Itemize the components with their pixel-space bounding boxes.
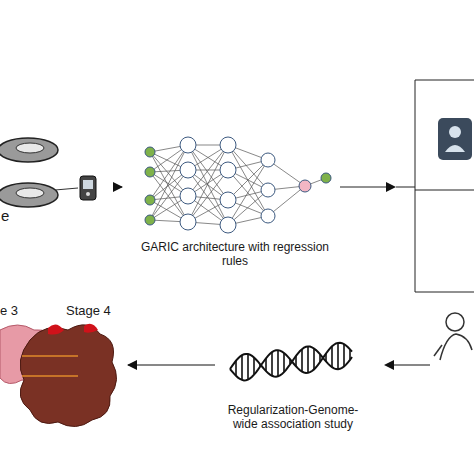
dna-rung <box>343 344 345 366</box>
patient-figure <box>384 313 472 370</box>
network-neuron <box>299 180 311 192</box>
network-neuron <box>145 167 155 177</box>
network-neuron <box>261 153 275 167</box>
network-neuron <box>261 183 275 197</box>
dna-rung <box>271 352 273 376</box>
dna-rung <box>283 353 285 372</box>
dna-helix <box>230 343 352 381</box>
flow-arrow <box>128 365 215 366</box>
dna-rung <box>331 346 333 367</box>
dna-rung <box>277 350 279 376</box>
caption: GARIC architecture with regression rules <box>130 240 340 269</box>
dna-rung <box>247 354 249 380</box>
network-neuron <box>180 162 196 178</box>
tumor-stages: e 3 Stage 4 <box>0 300 125 430</box>
monitor-icon <box>438 118 472 160</box>
sensor-group: e <box>0 125 112 230</box>
stage-label: Stage 4 <box>66 303 111 319</box>
network-neuron <box>145 195 155 205</box>
neural-network <box>145 137 331 233</box>
dna-rung <box>241 355 243 380</box>
network-neuron <box>261 209 275 223</box>
network-link <box>188 145 228 222</box>
network-neuron <box>321 173 331 183</box>
network-neuron <box>220 137 236 153</box>
network-neuron <box>180 137 196 153</box>
stage-label: e 3 <box>0 303 18 319</box>
network-neuron <box>145 147 155 157</box>
gwas-block: Regularization-Genome-wide association s… <box>218 330 370 445</box>
tumor-illustration <box>0 324 117 427</box>
network-link <box>150 145 188 220</box>
dna-rung <box>313 349 315 370</box>
network-neuron <box>180 214 196 230</box>
network-link <box>150 152 188 222</box>
network-link <box>188 145 228 225</box>
sensor-icons <box>0 138 96 207</box>
network-neuron <box>180 188 196 204</box>
network-neuron <box>220 162 236 178</box>
dna-strand <box>230 343 352 381</box>
flow-arrow <box>115 187 122 188</box>
dna-rung <box>337 343 339 369</box>
output-panel <box>340 80 474 292</box>
dna-rung <box>301 349 303 371</box>
dna-strand <box>230 347 352 377</box>
network-block: GARIC architecture with regression rules <box>125 130 345 278</box>
dna-rung <box>307 347 309 373</box>
dna-rung <box>253 358 255 375</box>
caption: Regularization-Genome-wide association s… <box>218 403 368 432</box>
network-neuron <box>220 217 236 233</box>
cropped-label: e <box>1 207 9 225</box>
network-neuron <box>145 215 155 225</box>
network-neuron <box>220 192 236 208</box>
